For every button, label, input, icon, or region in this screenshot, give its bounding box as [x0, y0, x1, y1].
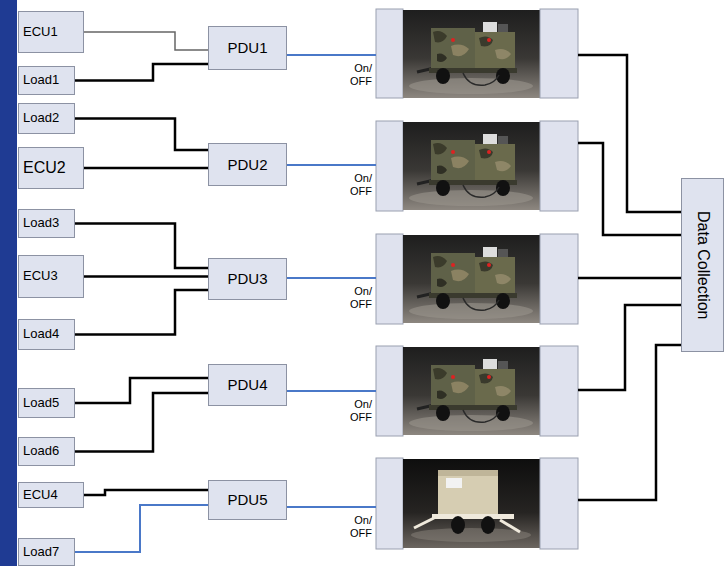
pdu-box: PDU5 — [208, 480, 287, 520]
ecu-box: ECU4 — [18, 482, 84, 508]
node-label: Data Collection — [693, 211, 711, 320]
switch-label: On/ OFF — [344, 172, 372, 198]
node-label: PDU4 — [227, 376, 267, 393]
power-wire — [75, 393, 208, 452]
load-box: Load5 — [18, 388, 75, 418]
pdu-box: PDU4 — [208, 364, 287, 406]
node-label: Load3 — [23, 216, 59, 231]
switch-label: On/ OFF — [344, 514, 372, 540]
side-bar — [0, 0, 17, 566]
switch-label-text: On/ OFF — [350, 514, 372, 539]
switch-label-text: On/ OFF — [350, 398, 372, 423]
power-wire — [75, 119, 208, 151]
node-label: Load1 — [23, 73, 59, 88]
node-label: Load4 — [23, 327, 59, 342]
node-label: ECU3 — [23, 269, 58, 284]
power-wire — [84, 275, 208, 278]
node-label: Load2 — [23, 111, 59, 126]
node-label: Load6 — [23, 444, 59, 459]
load-box: Load4 — [18, 319, 75, 350]
generator-panel — [376, 346, 578, 436]
control-line — [287, 55, 376, 507]
node-label: Load7 — [23, 545, 59, 560]
node-label: ECU2 — [23, 159, 66, 177]
node-label: PDU5 — [227, 491, 267, 508]
power-wire — [75, 290, 208, 335]
switch-label-text: On/ OFF — [350, 62, 372, 87]
power-wire — [75, 224, 208, 269]
power-wire — [75, 378, 208, 403]
power-wire — [84, 490, 208, 495]
power-wire — [84, 32, 208, 50]
power-wire — [84, 167, 208, 170]
load-box: Load7 — [18, 538, 75, 566]
node-label: ECU4 — [23, 488, 58, 503]
generator-panel — [376, 9, 578, 98]
switch-label: On/ OFF — [344, 285, 372, 311]
switch-label-text: On/ OFF — [350, 285, 372, 310]
ecu-box: ECU3 — [18, 255, 84, 298]
node-label: Load5 — [23, 396, 59, 411]
node-label: ECU1 — [23, 25, 58, 40]
load-box: Load6 — [18, 437, 75, 466]
load-box: Load3 — [18, 209, 75, 238]
pdu-box: PDU3 — [208, 258, 287, 300]
pdu-box: PDU1 — [208, 26, 287, 70]
generator-panel — [376, 458, 578, 549]
data-collection-box: Data Collection — [681, 178, 724, 352]
power-wire — [75, 505, 208, 552]
switch-label: On/ OFF — [344, 398, 372, 424]
pdu-box: PDU2 — [208, 143, 287, 186]
generator-panel — [376, 121, 578, 211]
generator-panel — [376, 234, 578, 324]
power-wire — [75, 64, 208, 81]
load-box: Load1 — [18, 66, 75, 95]
ecu-box: ECU1 — [18, 11, 84, 53]
node-label: PDU1 — [227, 39, 267, 56]
ecu-box: ECU2 — [18, 147, 84, 189]
node-label: PDU3 — [227, 270, 267, 287]
switch-label-text: On/ OFF — [350, 172, 372, 197]
data-line — [578, 55, 681, 500]
node-label: PDU2 — [227, 156, 267, 173]
switch-label: On/ OFF — [344, 62, 372, 88]
load-box: Load2 — [18, 103, 75, 134]
